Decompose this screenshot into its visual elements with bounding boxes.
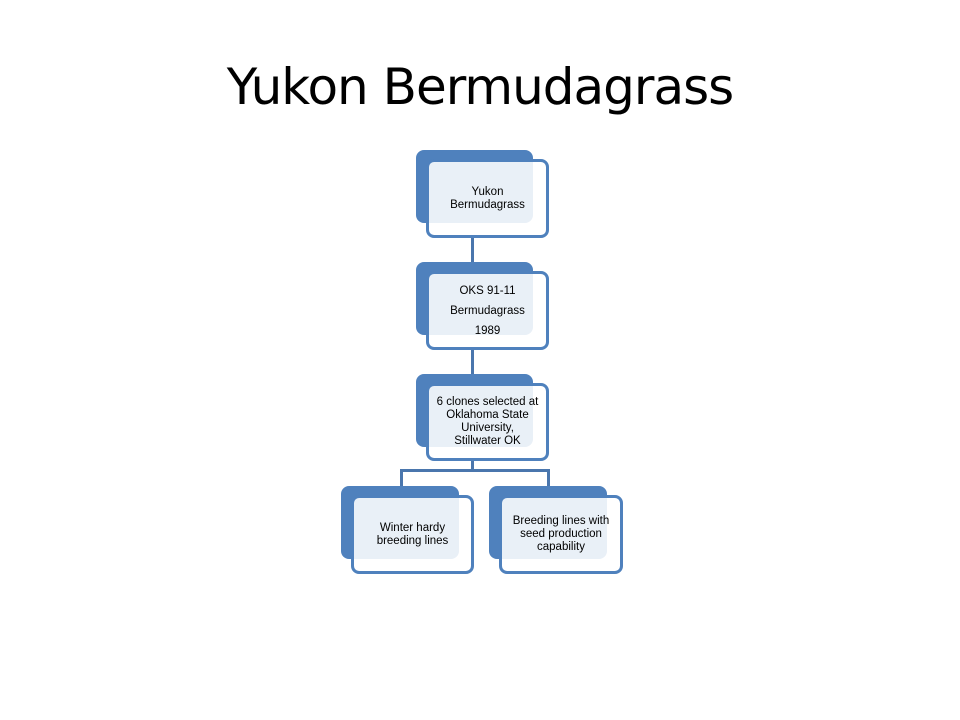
node-text: Winter hardy xyxy=(379,521,446,534)
connector xyxy=(471,459,474,471)
connector xyxy=(471,348,474,375)
node-text: Yukon xyxy=(471,185,504,198)
connector xyxy=(547,469,550,487)
node-text: OKS 91-11 xyxy=(459,284,516,297)
node-text: Bermudagrass xyxy=(450,304,525,317)
node-text: University, xyxy=(461,422,514,434)
connector xyxy=(471,236,474,263)
node-text: seed production xyxy=(520,528,602,540)
connector xyxy=(400,469,550,472)
slide-title: Yukon Bermudagrass xyxy=(226,58,734,116)
connector xyxy=(400,469,403,487)
node-text: Stillwater OK xyxy=(454,435,521,447)
node-text: Breeding lines with xyxy=(512,515,610,527)
node-text: Bermudagrass xyxy=(450,198,525,211)
node-text: 1989 xyxy=(474,324,501,337)
node-text: capability xyxy=(537,541,585,553)
node-text: Oklahoma State xyxy=(446,409,529,421)
node-text: breeding lines xyxy=(376,534,449,547)
node-text: 6 clones selected at xyxy=(436,396,539,408)
